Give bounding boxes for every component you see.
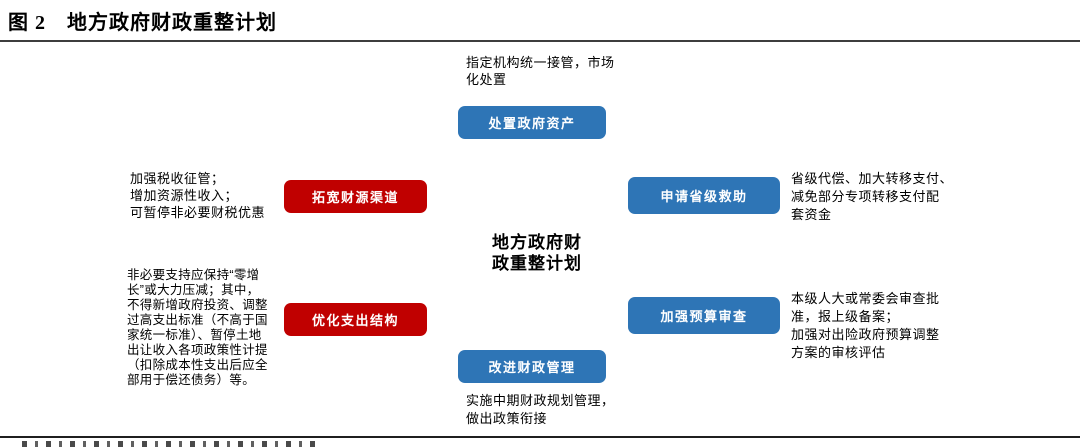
node-improve-management-label: 改进财政管理	[488, 360, 576, 375]
annotation-budget-review: 本级人大或常委会审查批 准，报上级备案； 加强对出险政府预算调整 方案的审核评估	[791, 291, 940, 360]
annotation-broaden-revenue: 加强税收征管； 增加资源性收入； 可暂停非必要财税优惠	[130, 171, 266, 220]
figure-title: 图 2 地方政府财政重整计划	[8, 12, 277, 34]
node-provincial-aid-label: 申请省级救助	[660, 189, 748, 204]
center-plan-label: 地方政府财 政重整计划	[492, 233, 582, 273]
annotation-dispose-assets: 指定机构统一接管，市场 化处置	[466, 55, 615, 87]
title-rule	[0, 40, 1080, 42]
annotation-improve-management: 实施中期财政规划管理， 做出政策衔接	[466, 393, 615, 426]
clipped-source-text	[22, 441, 322, 447]
node-budget-review-label: 加强预算审查	[660, 309, 748, 324]
node-broaden-revenue-label: 拓宽财源渠道	[311, 190, 399, 205]
node-dispose-assets: 处置政府资产	[458, 106, 606, 139]
annotation-provincial-aid: 省级代偿、加大转移支付、 减免部分专项转移支付配 套资金	[791, 171, 954, 222]
bottom-rule	[0, 436, 1080, 438]
node-optimize-expenditure: 优化支出结构	[284, 303, 427, 336]
node-improve-management: 改进财政管理	[458, 350, 606, 383]
node-budget-review: 加强预算审查	[628, 297, 780, 334]
node-broaden-revenue: 拓宽财源渠道	[284, 180, 427, 213]
annotation-optimize-expenditure: 非必要支持应保持“零增 长”或大力压减；其中， 不得新增政府投资、调整 过高支出…	[127, 268, 268, 387]
node-dispose-assets-label: 处置政府资产	[488, 116, 576, 131]
node-optimize-expenditure-label: 优化支出结构	[311, 313, 399, 328]
node-provincial-aid: 申请省级救助	[628, 177, 780, 214]
